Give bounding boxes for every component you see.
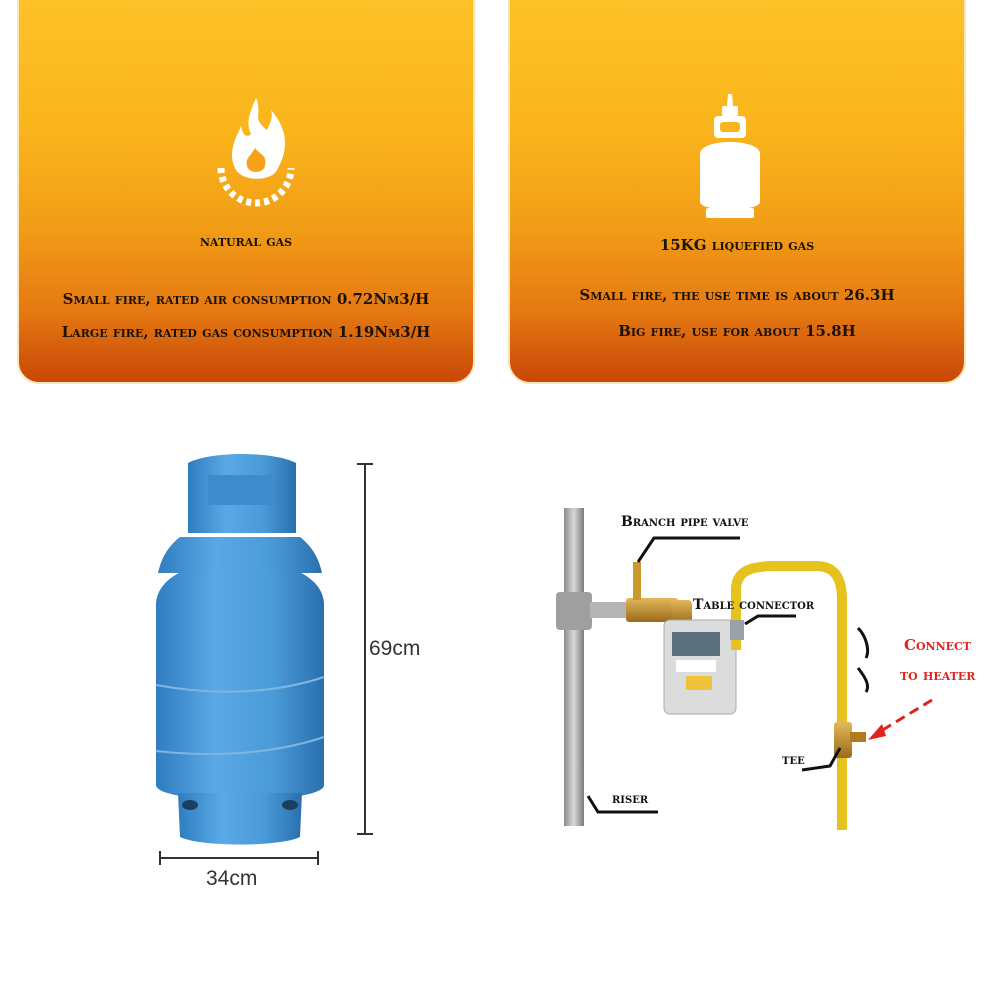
lpg-panel: 15KG liquefied gas Small fire, the use t… — [508, 0, 966, 384]
gas-cylinder-icon — [700, 94, 760, 218]
to-heater-label: to heater — [900, 666, 976, 684]
width-label: 34cm — [206, 867, 258, 890]
riser-label: riser — [612, 791, 649, 807]
lpg-title: 15KG liquefied gas — [659, 236, 815, 254]
natural-gas-large-fire: Large fire, rated gas consumption 1.19Nm… — [61, 323, 431, 341]
gas-cylinder-image — [155, 454, 325, 845]
natural-gas-panel: natural gas Small fire, rated air consum… — [17, 0, 475, 384]
lpg-big-fire: Big fire, use for about 15.8H — [618, 322, 856, 340]
lpg-small-fire: Small fire, the use time is about 26.3H — [579, 286, 895, 304]
table-connector-label: Table connector — [693, 597, 815, 613]
flame-icon — [217, 98, 295, 207]
branch-pipe-valve-label: Branch pipe valve — [621, 514, 749, 530]
height-label: 69cm — [369, 637, 421, 660]
height-dimension-line — [357, 463, 373, 835]
natural-gas-small-fire: Small fire, rated air consumption 0.72Nm… — [62, 290, 430, 308]
connect-label: Connect — [904, 636, 971, 654]
pipe-diagram — [556, 508, 933, 830]
width-dimension-line — [159, 851, 319, 865]
natural-gas-title: natural gas — [199, 232, 293, 250]
tee-label: tee — [782, 752, 805, 768]
